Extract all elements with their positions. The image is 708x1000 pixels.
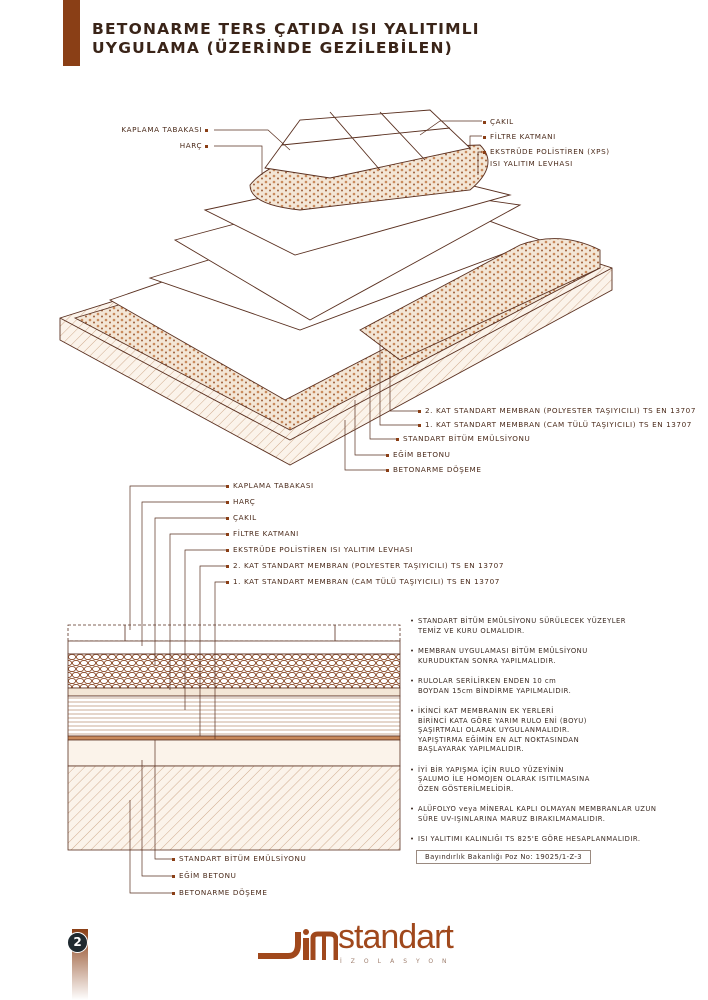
note-item: İYİ BİR YAPIŞMA İÇİN RULO YÜZEYİNİNŞALUM… [410,766,700,795]
reference-box: Bayındırlık Bakanlığı Poz No: 19025/1-Z-… [416,850,592,864]
iso-leader-lines [214,120,482,471]
label-egim: EĞİM BETONU [386,450,450,459]
section-label: EKSTRÜDE POLİSTİREN ISI YALITIM LEVHASI [226,545,413,554]
note-item: MEMBRAN UYGULAMASI BİTÜM EMÜLSİYONUKURUD… [410,647,700,666]
page-title-line1: BETONARME TERS ÇATIDA ISI YALITIMLI [92,20,480,38]
cross-section-drawing [67,624,401,851]
section-label: KAPLAMA TABAKASI [226,481,314,490]
section-label: HARÇ [226,497,255,506]
label-kat1: 1. KAT STANDART MEMBRAN (CAM TÜLÜ TAŞIYI… [418,420,692,429]
page-number: 2 [67,932,88,953]
label-kaplama-tabakasi: KAPLAMA TABAKASI [100,125,212,134]
brand-logo-icon [258,929,338,960]
label-harc: HARÇ [100,141,212,150]
section-leader-lines [129,485,226,894]
bottom-label-egim: EĞİM BETONU [172,871,236,880]
section-label: FİLTRE KATMANI [226,529,299,538]
header-accent-bar [63,0,80,66]
isometric-drawing [59,109,613,466]
label-xps-line2: ISI YALITIM LEVHASI [490,159,573,168]
label-xps: EKSTRÜDE POLİSTİREN (XPS) [483,147,610,156]
label-kat2: 2. KAT STANDART MEMBRAN (POLYESTER TAŞIY… [418,406,696,415]
bottom-label-bitum: STANDART BİTÜM EMÜLSİYONU [172,854,306,863]
label-bitum: STANDART BİTÜM EMÜLSİYONU [396,434,530,443]
section-label: 2. KAT STANDART MEMBRAN (POLYESTER TAŞIY… [226,561,504,570]
section-label: 1. KAT STANDART MEMBRAN (CAM TÜLÜ TAŞIYI… [226,577,500,586]
label-cakil: ÇAKIL [483,117,514,126]
page-title: BETONARME TERS ÇATIDA ISI YALITIMLI UYGU… [92,20,480,58]
note-item: ISI YALITIMI KALINLIĞI TS 825'E GÖRE HES… [410,835,700,845]
brand-subtitle: İZOLASYON [340,958,456,965]
label-betonarme: BETONARME DÖŞEME [386,465,481,474]
note-item: STANDART BİTÜM EMÜLSİYONU SÜRÜLECEK YÜZE… [410,617,700,636]
bottom-label-betonarme: BETONARME DÖŞEME [172,888,267,897]
section-label: ÇAKIL [226,513,257,522]
brand-name: standart [338,918,454,956]
label-filtre: FİLTRE KATMANI [483,132,556,141]
note-item: ALÜFOLYO veya MİNERAL KAPLI OLMAYAN MEMB… [410,805,700,824]
application-notes: STANDART BİTÜM EMÜLSİYONU SÜRÜLECEK YÜZE… [410,617,700,856]
page-title-line2: UYGULAMA (ÜZERİNDE GEZİLEBİLEN) [92,39,453,57]
